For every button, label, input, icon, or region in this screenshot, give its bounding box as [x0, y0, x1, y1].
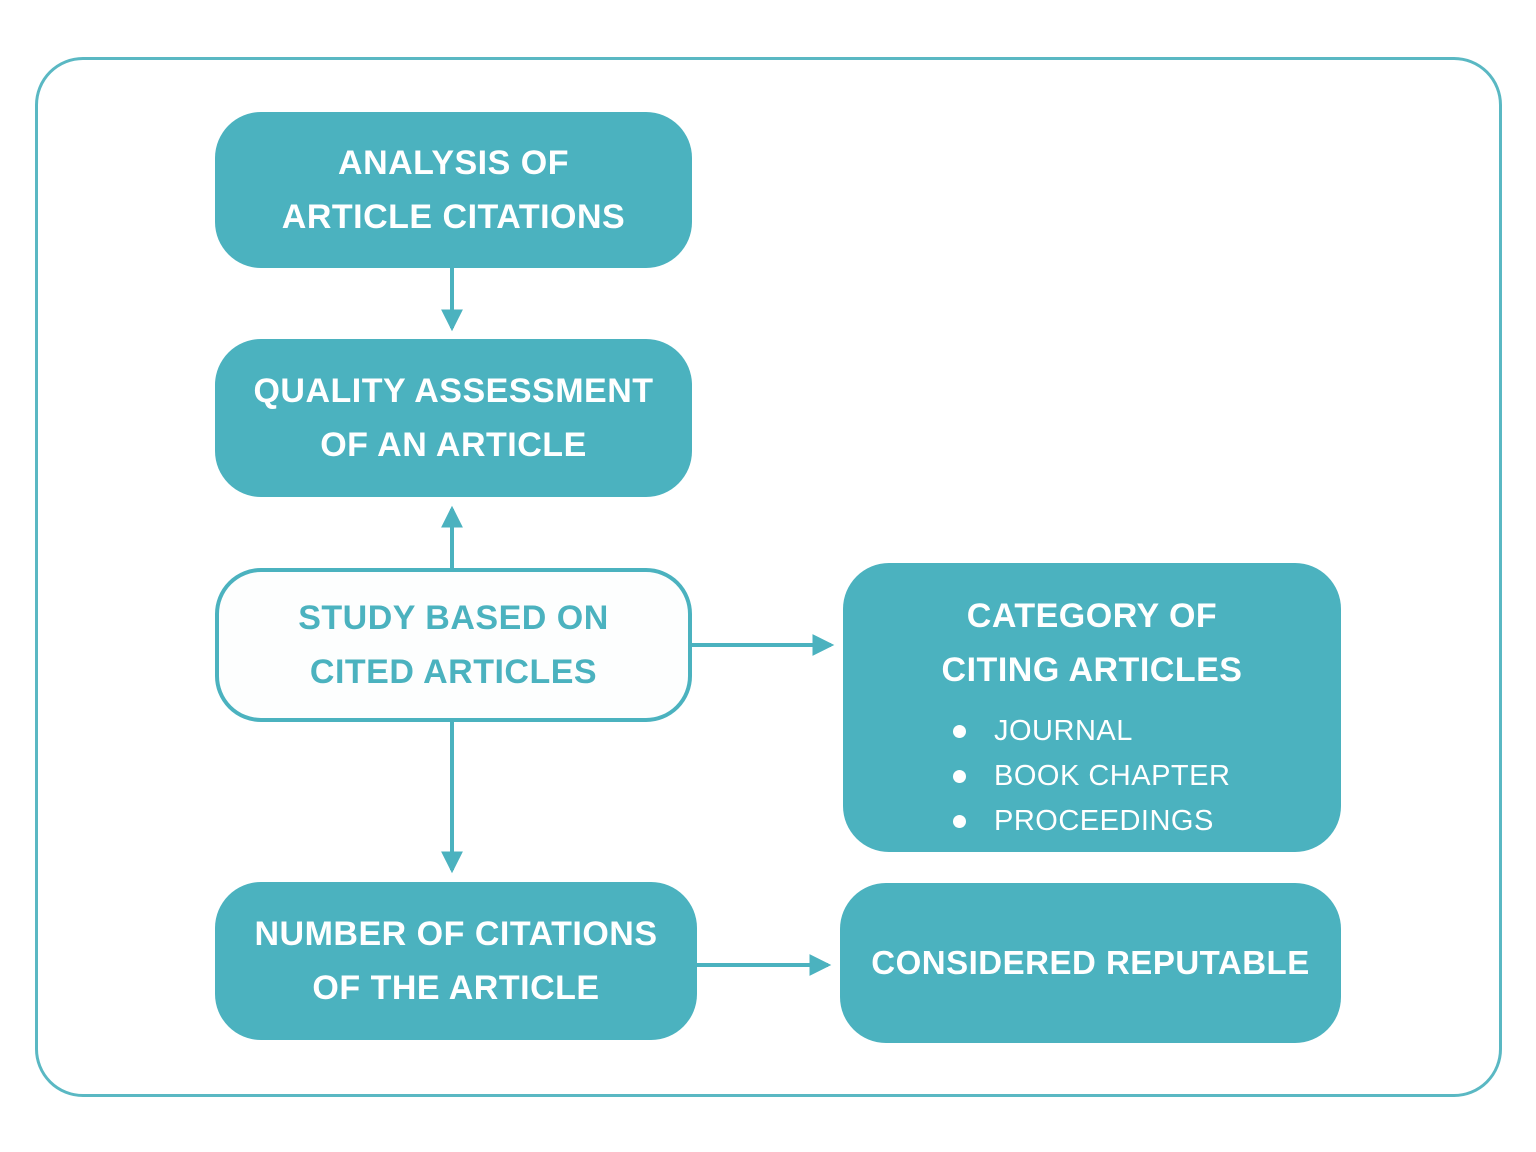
node-label-line: CITED ARTICLES — [309, 653, 598, 691]
node-label-line: ANALYSIS OF — [338, 144, 569, 182]
bullet-dot-icon — [953, 815, 966, 828]
node-label-line: QUALITY ASSESSMENT — [253, 372, 654, 410]
bullet-item: PROCEEDINGS — [953, 799, 1230, 844]
node-label-line: STUDY BASED ON — [298, 599, 609, 637]
bullet-item: JOURNAL — [953, 709, 1230, 754]
node-label-line: CONSIDERED REPUTABLE — [871, 944, 1310, 981]
bullet-label: BOOK CHAPTER — [994, 760, 1231, 792]
bullet-dot-icon — [953, 770, 966, 783]
node-considered-reputable: CONSIDERED REPUTABLE — [840, 883, 1341, 1043]
node-category-of-citing-articles: CATEGORY OF CITING ARTICLES JOURNAL BOOK… — [843, 563, 1341, 852]
category-bullet-list: JOURNAL BOOK CHAPTER PROCEEDINGS — [953, 709, 1230, 844]
node-label-line: NUMBER OF CITATIONS — [254, 915, 658, 953]
node-label-line: OF AN ARTICLE — [320, 426, 587, 464]
node-label-line: ARTICLE CITATIONS — [281, 198, 626, 236]
bullet-item: BOOK CHAPTER — [953, 754, 1230, 799]
bullet-dot-icon — [953, 725, 966, 738]
node-quality-assessment: QUALITY ASSESSMENT OF AN ARTICLE — [215, 339, 692, 497]
node-label-line: CITING ARTICLES — [941, 651, 1243, 689]
bullet-label: JOURNAL — [994, 715, 1133, 747]
node-label-line: OF THE ARTICLE — [312, 969, 600, 1007]
node-number-of-citations: NUMBER OF CITATIONS OF THE ARTICLE — [215, 882, 697, 1040]
outer-frame — [35, 57, 1502, 1097]
node-analysis-of-article-citations: ANALYSIS OF ARTICLE CITATIONS — [215, 112, 692, 268]
node-study-based-on-cited-articles: STUDY BASED ON CITED ARTICLES — [215, 568, 692, 722]
bullet-label: PROCEEDINGS — [994, 805, 1214, 837]
node-label-line: CATEGORY OF — [966, 597, 1218, 635]
